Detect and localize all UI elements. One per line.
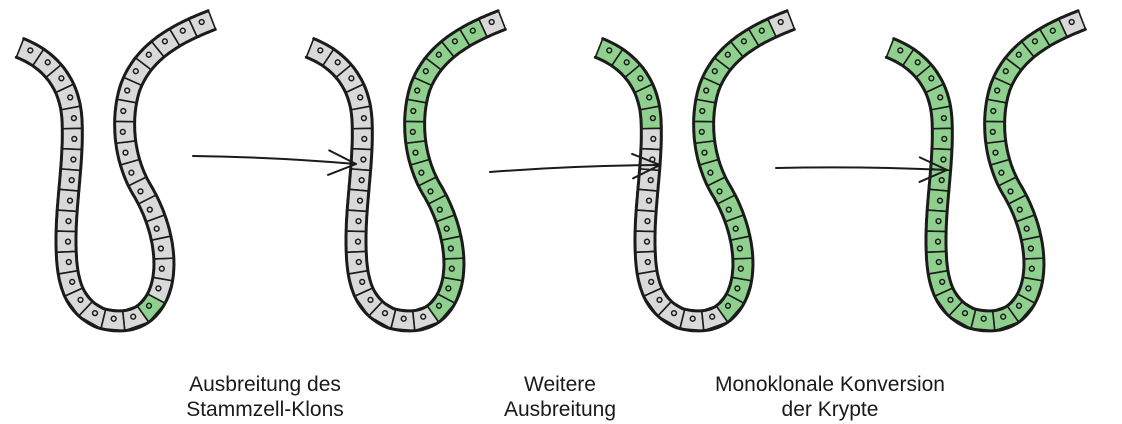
progression-arrow-2 [490, 154, 660, 178]
caption-3-line-2: der Krypte [700, 397, 960, 422]
epithelial-cell [391, 309, 415, 331]
progression-arrow-1 [193, 150, 356, 175]
crypt-inner-border [894, 11, 1078, 311]
caption-further-spread: Weitere Ausbreitung [470, 372, 650, 422]
crypt-inner-border [314, 11, 498, 311]
crypt-4 [886, 11, 1085, 331]
caption-1-line-1: Ausbreitung des [150, 372, 380, 397]
epithelial-cell [680, 309, 704, 331]
caption-3-line-1: Monoklonale Konversion [700, 372, 960, 397]
crypt-1 [16, 11, 215, 331]
crypt-inner-border [603, 11, 787, 311]
caption-2-line-2: Ausbreitung [470, 397, 650, 422]
crypt-inner-border [24, 11, 208, 311]
crypt-3 [595, 11, 794, 331]
caption-monoclonal-conversion: Monoklonale Konversion der Krypte [700, 372, 960, 422]
caption-1-line-2: Stammzell-Klons [150, 397, 380, 422]
progression-arrow-3 [776, 157, 947, 182]
caption-2-line-1: Weitere [470, 372, 650, 397]
epithelial-cell [971, 309, 995, 331]
epithelial-cell [101, 309, 125, 331]
caption-stem-cell-clone-spread: Ausbreitung des Stammzell-Klons [150, 372, 380, 422]
